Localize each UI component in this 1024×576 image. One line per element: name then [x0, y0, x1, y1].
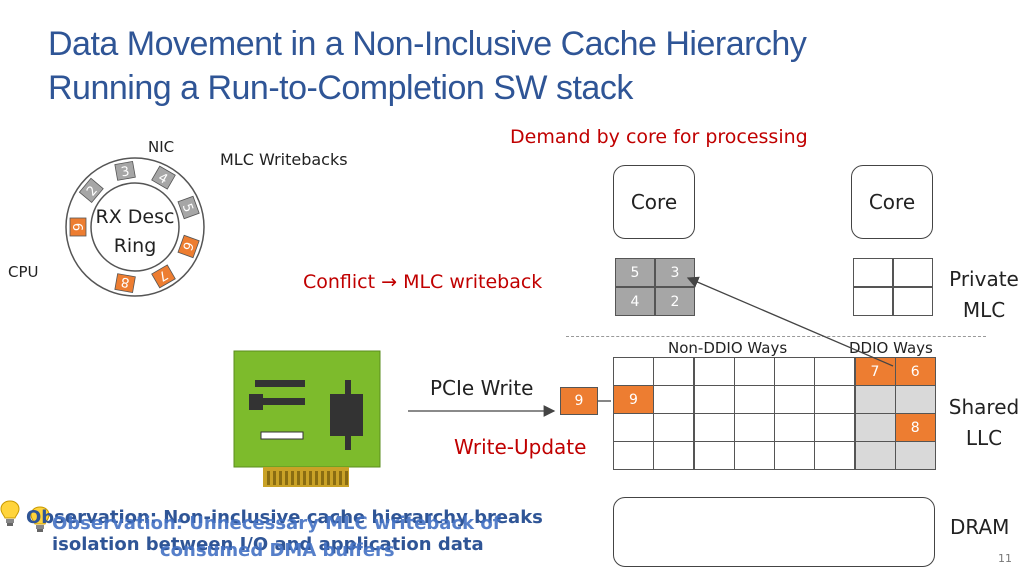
dram-box	[613, 497, 935, 567]
observation-isolation: Observation: Non-inclusive cache hierarc…	[26, 504, 543, 558]
ring-slot: 5	[177, 195, 200, 220]
core-box-2: Core	[851, 165, 933, 239]
demand-label: Demand by core for processing	[510, 126, 808, 148]
title-line-2: Running a Run-to-Completion SW stack	[48, 69, 633, 107]
shared-llc-line-2: LLC	[965, 426, 1003, 450]
nic-card-icon	[233, 350, 381, 487]
observation-writeback-line-2: consumed DMA buffers	[160, 540, 395, 561]
shared-llc-line-1: Shared	[948, 395, 1020, 419]
llc-cell: 6	[894, 357, 936, 386]
ring-slot: 7	[151, 264, 176, 289]
ring-slot: 9	[69, 217, 87, 237]
mlc-cell: 2	[655, 287, 695, 316]
mlc-cell	[893, 287, 933, 316]
ring-slot: 6	[177, 234, 200, 259]
lightbulb-icon	[0, 500, 20, 526]
mlc-cell: 5	[615, 258, 655, 287]
private-mlc-line-2: MLC	[962, 298, 1006, 322]
slide-title: Data Movement in a Non-Inclusive Cache H…	[48, 22, 948, 110]
lightbulb-icon	[30, 506, 50, 532]
ring-center-label: RX Desc Ring	[85, 203, 185, 261]
ring-slot: 3	[114, 160, 136, 181]
llc-cell	[733, 441, 775, 470]
pcie-write-label: PCIe Write	[430, 376, 534, 400]
mlc-cell	[893, 258, 933, 287]
mlc-llc-divider	[566, 336, 986, 337]
llc-cell	[774, 413, 815, 442]
observation-isolation-line-2: isolation between I/O and application da…	[52, 534, 484, 555]
core-box-1: Core	[613, 165, 695, 239]
llc-cell	[894, 441, 936, 470]
shared-llc-label: Shared LLC	[944, 392, 1024, 454]
mlc-cell: 4	[615, 287, 655, 316]
llc-cell	[613, 441, 654, 470]
nic-label: NIC	[148, 138, 175, 156]
ddio-ways-label: DDIO Ways	[849, 339, 933, 357]
llc-cell	[613, 357, 654, 386]
non-ddio-ways-label: Non-DDIO Ways	[668, 339, 788, 357]
ring-slot-label: 9	[72, 223, 87, 231]
ring-slot: 8	[114, 273, 136, 294]
mlc-writebacks-label: MLC Writebacks	[220, 150, 348, 169]
title-line-1: Data Movement in a Non-Inclusive Cache H…	[48, 25, 807, 63]
write-update-label: Write-Update	[454, 435, 587, 459]
observation-writeback: Observation: Unnecessary MLC writeback o…	[52, 510, 501, 564]
ring-slot-label: 8	[120, 274, 131, 290]
ring-center-line-1: RX Desc	[95, 206, 175, 228]
llc-cell	[653, 441, 695, 470]
mlc-cell	[853, 287, 893, 316]
page-number: 11	[998, 552, 1012, 565]
observation-writeback-line-1: Observation: Unnecessary MLC writeback o…	[52, 513, 501, 534]
llc-cell	[653, 385, 695, 414]
ring-slot: 2	[78, 177, 104, 204]
llc-cell: 8	[894, 413, 936, 442]
llc-cell	[774, 441, 815, 470]
ring-slot-label: 3	[120, 164, 131, 180]
ring-center-line-2: Ring	[113, 235, 157, 257]
ddio-to-mlc-arrow	[686, 276, 894, 367]
llc-cell	[733, 357, 775, 386]
incoming-packet: 9	[560, 387, 598, 415]
rx-desc-ring: 9 23 45 67 8	[65, 157, 205, 297]
private-mlc-label: Private MLC	[944, 264, 1024, 326]
cpu-label: CPU	[8, 263, 39, 281]
llc-cell	[854, 441, 896, 470]
conflict-label: Conflict → MLC writeback	[303, 271, 543, 293]
private-mlc-line-1: Private	[949, 267, 1019, 291]
ring-slot: 4	[151, 165, 176, 190]
llc-cell	[814, 441, 856, 470]
llc-cell: 9	[613, 385, 654, 414]
mlc-cell	[853, 258, 893, 287]
observation-isolation-line-1: Observation: Non-inclusive cache hierarc…	[26, 507, 543, 528]
dram-label: DRAM	[950, 515, 1010, 539]
